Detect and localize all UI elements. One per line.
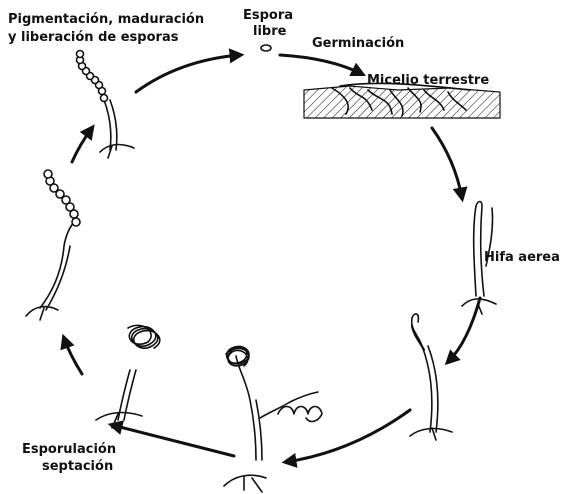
beaded-chain-icon [26,170,80,320]
arrow-to-chain [64,338,82,374]
arrow-to-free-spore [136,55,240,92]
arrow-germination [280,55,362,74]
arrow-to-aerial-hypha [432,128,462,198]
arrow-to-sporulation [112,425,234,456]
arrow-to-coils [286,410,410,462]
free-spore-icon [261,45,271,51]
coiled-chains-icon [224,346,322,492]
arrow-to-pigmentation [72,128,92,162]
soil-mycelium-icon [304,83,500,118]
pigmented-chain-icon [77,51,135,159]
sporulation-coil-icon [96,325,160,428]
septating-hypha-icon [410,314,452,440]
arrow-to-septation [448,298,480,362]
